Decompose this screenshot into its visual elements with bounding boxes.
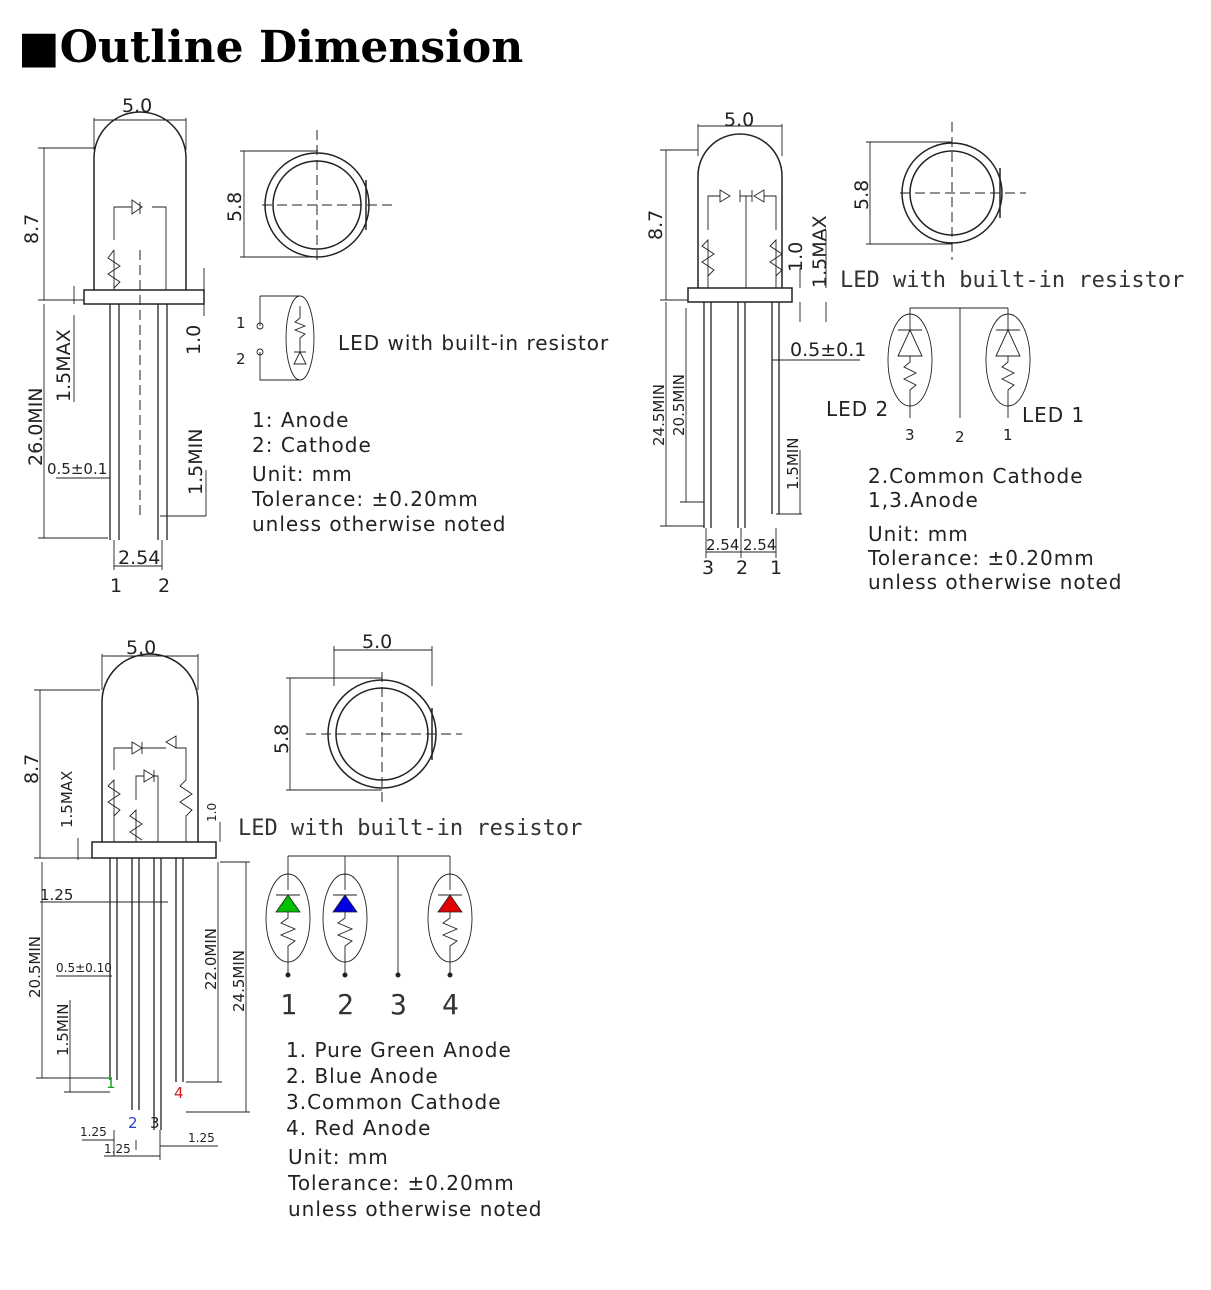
pin-3-label-2: 3 bbox=[702, 557, 714, 579]
dim-len-c-3: 24.5MIN bbox=[230, 950, 248, 1012]
dim-width-1: 5.0 bbox=[122, 95, 152, 117]
sch3-pin3: 3 bbox=[390, 988, 407, 1021]
unit-3: Unit: mm bbox=[288, 1145, 389, 1169]
dim-lead-3: 0.5±0.10 bbox=[56, 961, 112, 975]
schematic-3: 1 2 3 4 bbox=[265, 855, 473, 1021]
dim-lead-1: 0.5±0.1 bbox=[47, 460, 107, 478]
pin-4-label-3: 4 bbox=[174, 1084, 184, 1102]
dim-max-3: 1.5MAX bbox=[58, 771, 76, 828]
label-1: LED with built-in resistor bbox=[338, 331, 609, 355]
led1-label: LED 1 bbox=[1022, 403, 1085, 427]
sch2-pin2: 2 bbox=[955, 428, 965, 446]
label-2: LED with built-in resistor bbox=[840, 268, 1184, 293]
dim-one-1: 1.0 bbox=[183, 325, 205, 355]
pin-1-label: 1 bbox=[110, 575, 122, 597]
noted-1: unless otherwise noted bbox=[252, 512, 506, 536]
pin-1-label-3: 1 bbox=[106, 1074, 116, 1092]
dim-minlen-1: 26.0MIN bbox=[25, 387, 47, 466]
dim-offset-3: 1.25 bbox=[40, 886, 73, 904]
dim-pitch-2b: 2.54 bbox=[743, 536, 776, 554]
sch2-pin1: 1 bbox=[1003, 426, 1013, 444]
legend-3-blue: 2. Blue Anode bbox=[286, 1064, 439, 1088]
dim-pitch-2a: 2.54 bbox=[706, 536, 739, 554]
pin-2-label-2: 2 bbox=[736, 557, 748, 579]
top-view-3: 5.0 5.8 LED with built-in resistor bbox=[238, 631, 582, 841]
top-view-2: 5.8 LED with built-in resistor bbox=[840, 122, 1184, 293]
dim-minlead-3: 1.5MIN bbox=[54, 1004, 72, 1056]
noted-2: unless otherwise noted bbox=[868, 570, 1122, 594]
dim-pitch-3c: 1.25 bbox=[188, 1131, 215, 1145]
led-body-1 bbox=[93, 111, 187, 290]
top-view-1: 5.8 bbox=[224, 130, 394, 260]
dim-pitch-3a: 1.25 bbox=[80, 1125, 107, 1139]
blue-led-symbol bbox=[332, 894, 358, 913]
legend-3-cathode: 3.Common Cathode bbox=[286, 1090, 502, 1114]
sch1-pin1: 1 bbox=[236, 314, 246, 332]
diagram-3: 5.0 8.7 1.5MAX 1.0 1.25 0.5±0.10 20.5MIN… bbox=[21, 637, 250, 1160]
sch3-pin2: 2 bbox=[337, 988, 354, 1021]
unit-1: Unit: mm bbox=[252, 462, 353, 486]
dim-flange-3: 5.8 bbox=[271, 724, 293, 754]
dim-len-a-2: 24.5MIN bbox=[650, 384, 668, 446]
noted-3: unless otherwise noted bbox=[288, 1197, 542, 1221]
tolerance-3: Tolerance: ±0.20mm bbox=[287, 1171, 515, 1195]
dim-pitch-1: 2.54 bbox=[118, 547, 160, 569]
pin-1-label-2: 1 bbox=[770, 557, 782, 579]
page-title: ■Outline Dimension bbox=[18, 22, 524, 73]
dim-one-2: 1.0 bbox=[785, 242, 807, 272]
tolerance-1: Tolerance: ±0.20mm bbox=[251, 487, 479, 511]
dim-flange-1: 5.8 bbox=[224, 192, 246, 222]
label-3: LED with built-in resistor bbox=[238, 816, 582, 841]
legend-1-anode: 1: Anode bbox=[252, 408, 349, 432]
pin-2-label: 2 bbox=[158, 575, 170, 597]
pin-3-label-3: 3 bbox=[150, 1114, 160, 1132]
red-led-symbol bbox=[437, 894, 463, 913]
legend-1-cathode: 2: Cathode bbox=[252, 433, 372, 457]
unit-2: Unit: mm bbox=[868, 522, 969, 546]
legend-2-anode: 1,3.Anode bbox=[868, 488, 979, 512]
sch1-pin2: 2 bbox=[236, 350, 246, 368]
legend-3-red: 4. Red Anode bbox=[286, 1116, 431, 1140]
sch3-pin4: 4 bbox=[442, 988, 459, 1021]
dim-height-1: 8.7 bbox=[21, 214, 43, 244]
led-flange-1 bbox=[83, 289, 205, 305]
dim-lead-2: 0.5±0.1 bbox=[790, 339, 866, 361]
dim-height-3: 8.7 bbox=[21, 754, 43, 784]
dim-width-3: 5.0 bbox=[126, 637, 156, 659]
dim-pitch-3b: 1.25 bbox=[104, 1142, 131, 1156]
dim-len-a-3: 20.5MIN bbox=[26, 936, 44, 998]
dim-flange-2: 5.8 bbox=[851, 180, 873, 210]
dim-len-b-3: 22.0MIN bbox=[202, 928, 220, 990]
diagram-1: 5.0 8.7 1.5MAX 1.0 26.0MIN 0.5±0.1 1.5MI… bbox=[21, 95, 207, 597]
dim-one-3: 1.0 bbox=[205, 803, 219, 822]
dim-len-b-2: 20.5MIN bbox=[670, 374, 688, 436]
dim-height-2: 8.7 bbox=[645, 210, 667, 240]
dim-max-2: 1.5MAX bbox=[809, 215, 831, 288]
legend-2-cathode: 2.Common Cathode bbox=[868, 464, 1084, 488]
schematic-2: LED 2 LED 1 3 2 1 bbox=[826, 307, 1085, 446]
legend-3-green: 1. Pure Green Anode bbox=[286, 1038, 512, 1062]
tolerance-2: Tolerance: ±0.20mm bbox=[867, 546, 1095, 570]
diagram-2: 5.0 8.7 1.0 1.5MAX 0.5±0.1 24.5MIN 20.5M… bbox=[645, 109, 866, 579]
dim-width-2: 5.0 bbox=[724, 109, 754, 131]
pin-2-label-3: 2 bbox=[128, 1114, 138, 1132]
dim-width-3b: 5.0 bbox=[362, 631, 392, 653]
led2-label: LED 2 bbox=[826, 397, 889, 421]
dim-max-1: 1.5MAX bbox=[53, 329, 75, 402]
led-body-2 bbox=[697, 133, 783, 288]
green-led-symbol bbox=[275, 894, 301, 913]
led-body-3 bbox=[101, 653, 199, 842]
sch2-pin3: 3 bbox=[905, 426, 915, 444]
schematic-1: 1 2 LED with built-in resistor bbox=[236, 295, 609, 381]
dim-minlead-1: 1.5MIN bbox=[185, 429, 207, 495]
sch3-pin1: 1 bbox=[280, 988, 297, 1021]
dim-minlead-2: 1.5MIN bbox=[784, 438, 802, 490]
